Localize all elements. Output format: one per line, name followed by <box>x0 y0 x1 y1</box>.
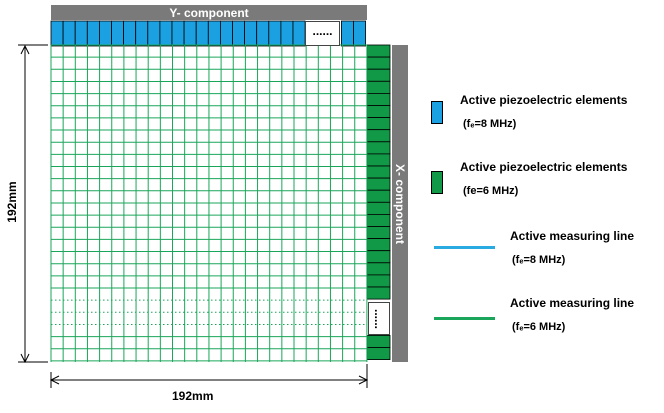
x-element <box>366 274 391 288</box>
y-element <box>147 20 161 47</box>
x-element <box>366 117 391 131</box>
legend-swatch-blue-element <box>431 101 443 124</box>
y-element <box>244 20 258 47</box>
y-element <box>99 20 112 47</box>
x-element <box>366 105 391 119</box>
x-element <box>366 80 391 94</box>
legend-item-2-sub: (fe=6 MHz) <box>463 185 519 197</box>
y-element <box>207 20 221 47</box>
x-element <box>366 201 391 215</box>
x-element <box>366 238 391 252</box>
legend-item-3-sub: (fₑ=8 MHz) <box>512 254 566 266</box>
y-element-row <box>50 20 367 47</box>
x-element <box>366 250 391 264</box>
x-element <box>366 129 391 143</box>
legend-line-blue <box>434 246 495 249</box>
x-element <box>366 286 391 300</box>
y-element <box>292 20 306 47</box>
legend-item-1-title: Active piezoelectric elements <box>460 93 628 107</box>
y-element <box>86 20 100 47</box>
x-element <box>366 347 391 361</box>
x-element-column <box>366 44 391 361</box>
x-element <box>366 153 391 167</box>
x-element <box>366 165 391 179</box>
legend-item-1-sub: (fₑ=8 MHz) <box>463 118 517 130</box>
x-element <box>366 93 391 106</box>
x-element <box>366 226 391 240</box>
legend-swatch-green-element <box>431 171 443 194</box>
x-element <box>366 56 391 70</box>
y-element <box>159 20 173 47</box>
y-element <box>123 20 137 47</box>
y-element <box>232 20 246 47</box>
y-element <box>111 20 125 47</box>
x-element <box>366 189 391 203</box>
legend-item-4-sub: (fₑ=6 MHz) <box>512 321 566 333</box>
y-element <box>183 20 197 47</box>
legend-item-2-title: Active piezoelectric elements <box>460 160 628 174</box>
y-element <box>280 20 294 47</box>
y-element <box>256 20 270 47</box>
x-element <box>366 213 391 227</box>
y-element <box>74 20 88 47</box>
legend-item-3-title: Active measuring line <box>510 229 635 243</box>
height-dimension-label: 192mm <box>5 181 19 223</box>
y-element <box>268 20 282 47</box>
y-component-bar: Y- component <box>51 5 367 20</box>
legend-line-green <box>434 317 495 320</box>
y-element <box>353 20 367 47</box>
y-element <box>195 20 209 47</box>
y-element <box>135 20 149 47</box>
y-ellipsis-box: ...... <box>305 21 340 46</box>
x-element <box>366 141 391 155</box>
legend-item-4-title: Active measuring line <box>510 296 635 310</box>
x-ellipsis-box: ...... <box>368 302 390 335</box>
measuring-grid <box>50 44 368 362</box>
y-element <box>62 20 76 47</box>
width-dimension-label: 192mm <box>172 389 214 403</box>
y-element <box>50 20 64 47</box>
height-dimension-arrow <box>18 44 48 364</box>
x-element <box>366 68 391 82</box>
y-component-label: Y- component <box>169 5 249 20</box>
x-element <box>366 262 391 276</box>
x-element <box>366 334 391 348</box>
x-component-bar: X- component <box>392 45 408 362</box>
y-element <box>340 20 354 47</box>
x-element <box>366 44 391 58</box>
y-element <box>171 20 185 47</box>
width-dimension-arrow <box>49 364 369 388</box>
y-element <box>219 20 233 47</box>
x-element <box>366 177 391 191</box>
